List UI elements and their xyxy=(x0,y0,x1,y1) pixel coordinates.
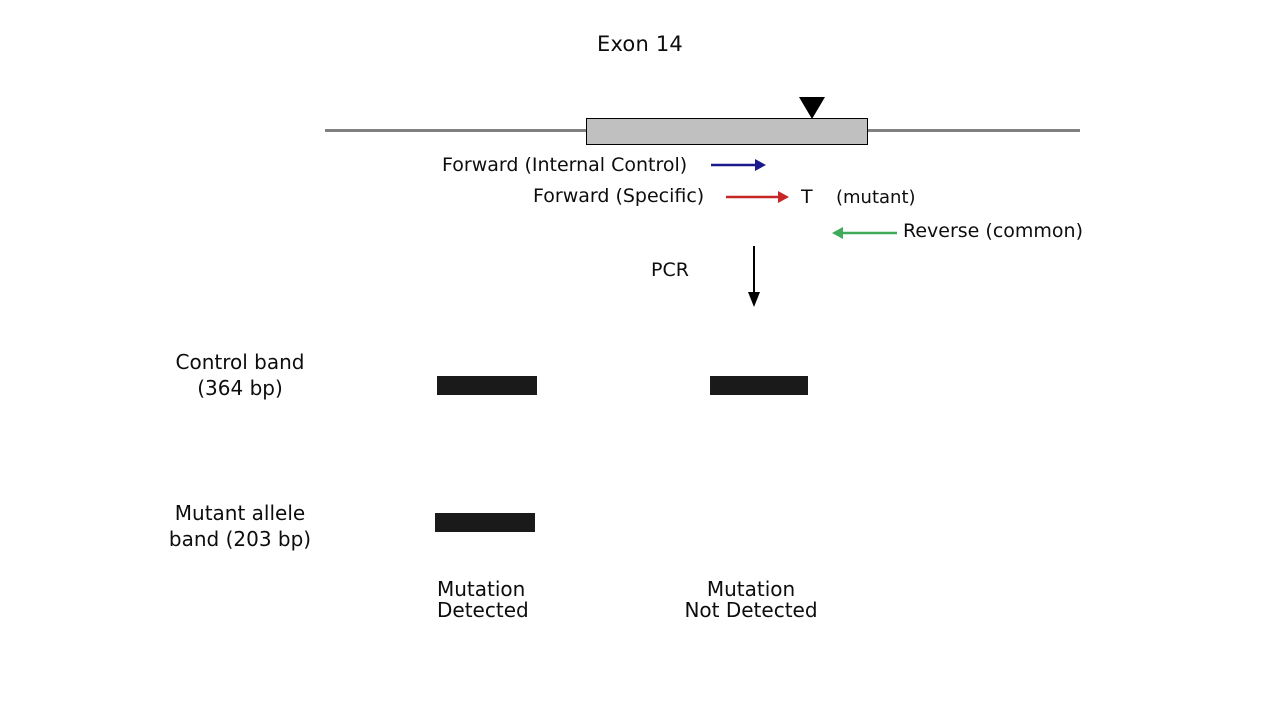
control-band-caption: Control band (364 bp) xyxy=(175,350,305,400)
pcr-step-label: PCR xyxy=(651,259,689,281)
gel-band-mutant-lane-left xyxy=(435,513,535,532)
mutation-site-triangle-icon xyxy=(799,97,825,119)
forward-specific-arrow-icon xyxy=(726,191,789,203)
primer-label-forward-specific: Forward (Specific) xyxy=(533,185,705,207)
mutant-allele-annotation: (mutant) xyxy=(836,187,916,208)
primer-label-reverse-common: Reverse (common) xyxy=(903,220,1083,242)
exon-box xyxy=(586,118,868,145)
primer-label-forward-internal-control: Forward (Internal Control) xyxy=(442,154,688,176)
lane-left-verdict: Mutation Detected xyxy=(437,577,529,622)
mutant-band-caption: Mutant allele band (203 bp) xyxy=(168,501,312,551)
page-title: Exon 14 xyxy=(596,32,683,56)
lane-right-verdict: Mutation Not Detected xyxy=(684,577,818,622)
pcr-down-arrow-icon xyxy=(748,246,760,307)
mutant-allele-base: T xyxy=(801,186,813,208)
forward-internal-control-arrow-icon xyxy=(711,159,766,171)
gel-band-control-lane-right xyxy=(710,376,808,395)
reverse-common-arrow-icon xyxy=(832,227,897,239)
gel-band-control-lane-left xyxy=(437,376,537,395)
